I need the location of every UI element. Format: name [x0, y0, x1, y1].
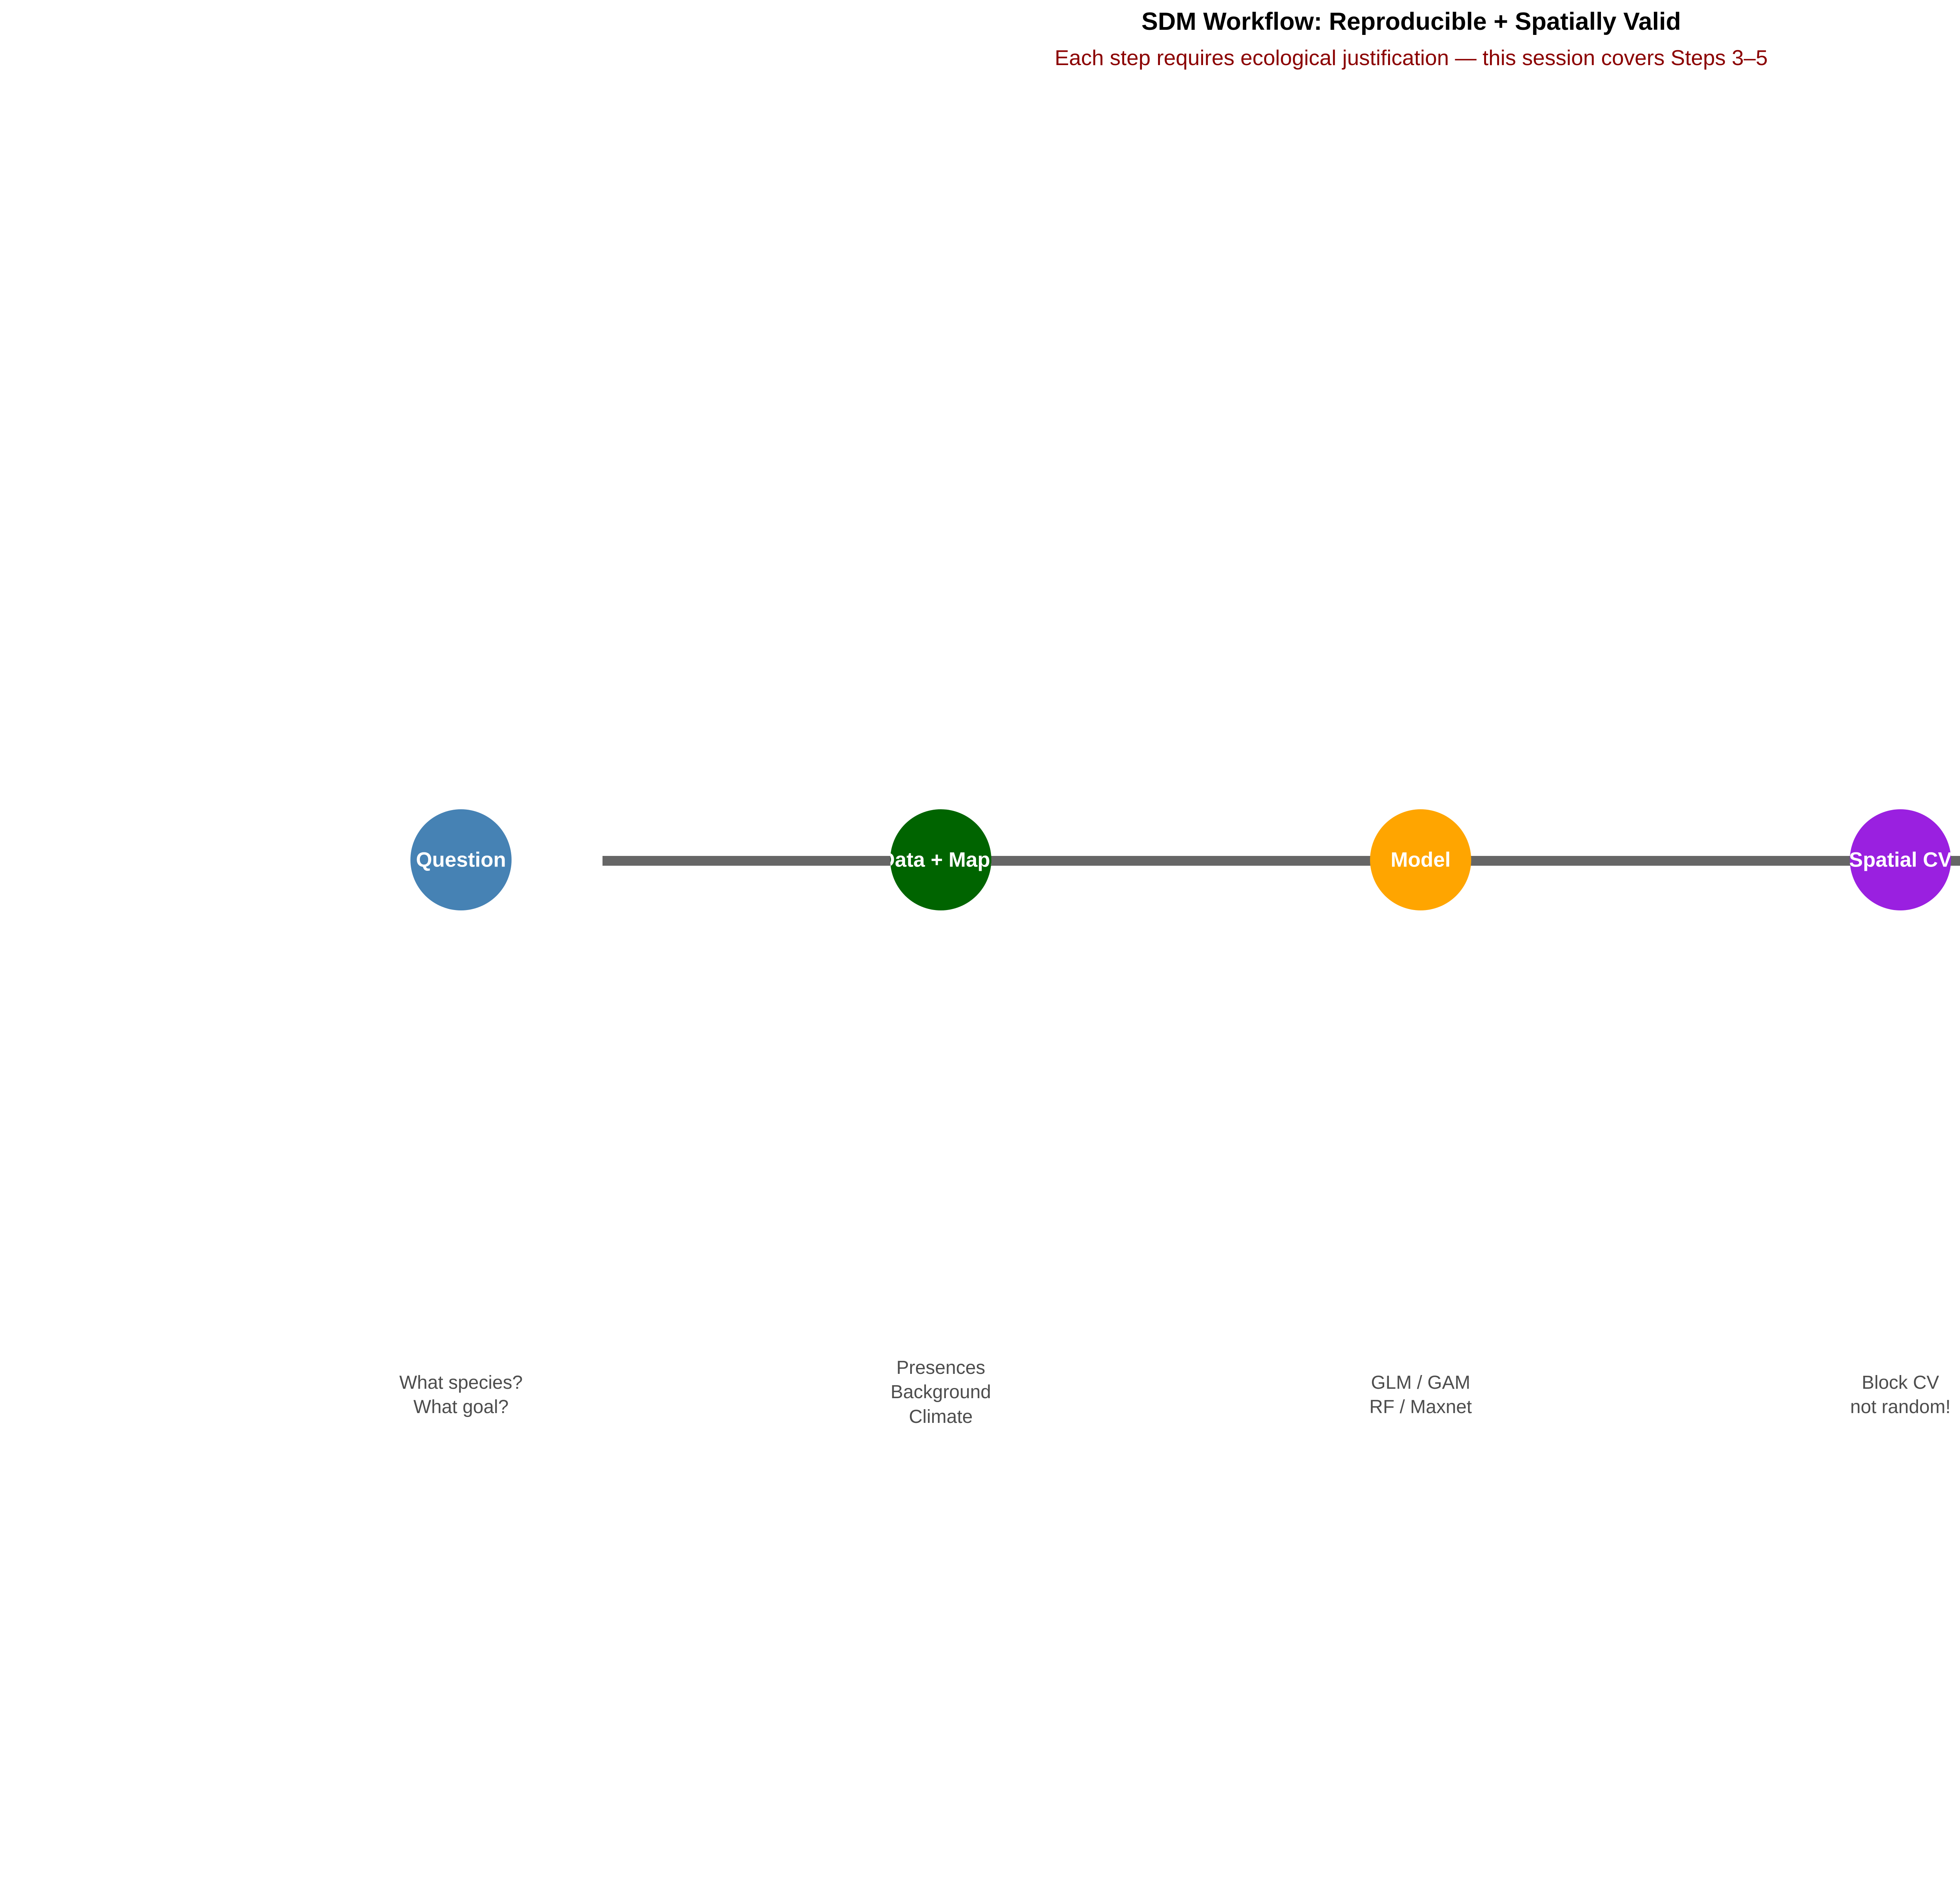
flow-node-label-data-maps: Data + Maps	[890, 848, 991, 872]
flow-node-data-maps[interactable]: Data + Maps	[890, 809, 991, 910]
flow-node-label-question: Question	[416, 848, 506, 872]
header-block: SDM Workflow: Reproducible + Spatially V…	[0, 0, 1960, 69]
flow-node-clip: Question	[410, 809, 512, 910]
flow-node-model[interactable]: Model	[1370, 809, 1471, 910]
page-title: SDM Workflow: Reproducible + Spatially V…	[1141, 8, 1681, 35]
flow-node-clip: Data + Maps	[890, 809, 991, 910]
flow-node-caption-model: GLM / GAM RF / Maxnet	[1369, 1372, 1472, 1418]
flow-node-caption-question: What species? What goal?	[399, 1372, 523, 1418]
flow-node-clip: Spatial CV	[1850, 809, 1951, 910]
flow-node-caption-spatial-cv: Block CV not random!	[1850, 1372, 1951, 1418]
page-subtitle: Each step requires ecological justificat…	[1054, 45, 1768, 70]
flow-node-spatial-cv[interactable]: Spatial CV	[1850, 809, 1951, 910]
flow-node-question[interactable]: Question	[410, 809, 512, 910]
flow-node-label-model: Model	[1390, 848, 1451, 872]
flow-node-label-spatial-cv: Spatial CV	[1850, 848, 1951, 872]
flow-node-caption-data-maps: Presences Background Climate	[890, 1357, 991, 1427]
flow-connector-shaft	[603, 856, 1960, 866]
flow-node-clip: Model	[1370, 809, 1471, 910]
